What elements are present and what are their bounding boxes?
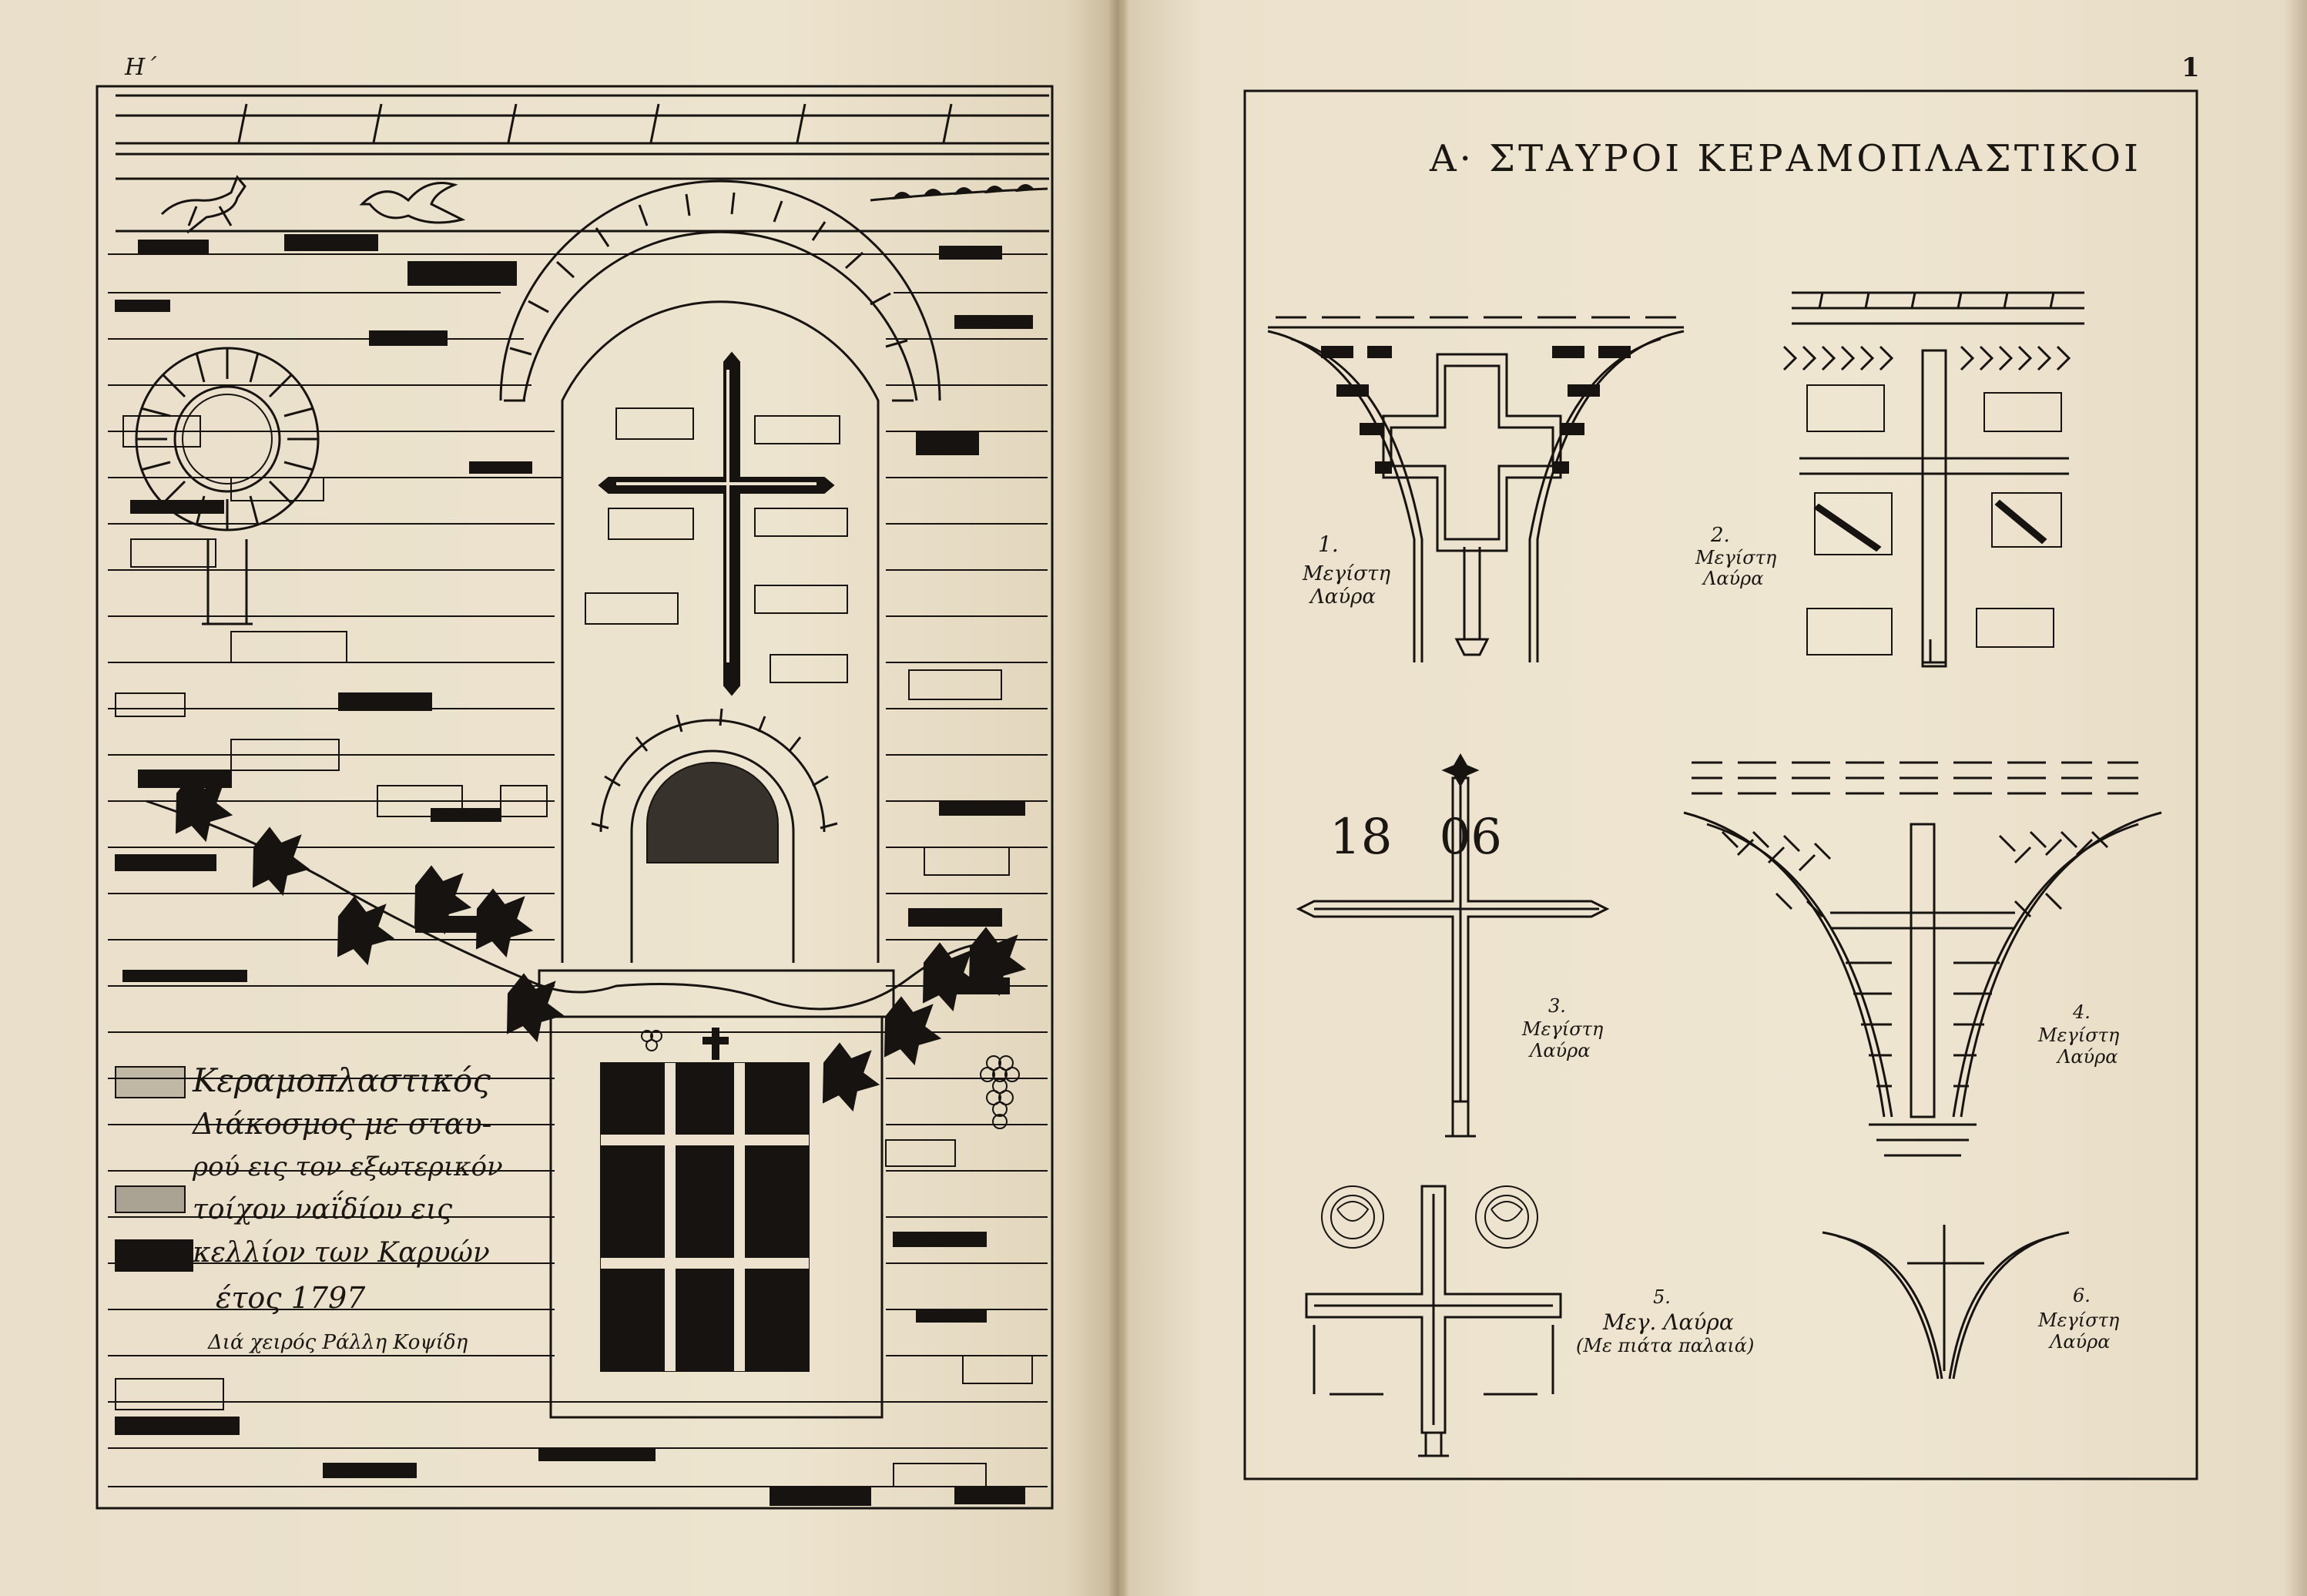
deer-figure <box>160 175 246 234</box>
figure-3-number: 3. <box>1548 995 1566 1017</box>
arched-window <box>499 179 941 963</box>
figure-4-label: Μεγίστη <box>2038 1024 2120 1046</box>
figure-4-number: 4. <box>2073 1001 2091 1023</box>
left-page: Η΄ <box>0 0 1109 1596</box>
right-page: 1 Α· ΣΤΑΥΡΟΙ ΚΕΡΑΜΟΠΛΑΣΤΙΚΟΙ 1. Μεγίστη … <box>1129 0 2307 1596</box>
hatched-stones <box>115 415 1033 1487</box>
figure-1-label: Μεγίστη <box>1303 562 1391 585</box>
caption-line: Κεραμοπλαστικός <box>193 1061 491 1099</box>
figure-3-drawing <box>1296 753 1610 1138</box>
caption-line: κελλίον των Καρυών <box>193 1237 490 1269</box>
page-number: 1 <box>2181 52 2200 83</box>
figure-2-drawing <box>1782 291 2084 668</box>
vine-branch <box>870 184 1048 202</box>
figure-3-label: Λαύρα <box>1530 1040 1591 1061</box>
figure-6-drawing <box>1822 1225 2070 1380</box>
left-page-mark: Η΄ <box>125 54 157 81</box>
figure-1-number: 1. <box>1318 531 1339 557</box>
figure-6-number: 6. <box>2073 1285 2091 1306</box>
figure-6-label: Λαύρα <box>2050 1331 2111 1353</box>
figure-4-label: Λαύρα <box>2057 1046 2118 1068</box>
round-medallion <box>135 347 320 625</box>
figure-6-label: Μεγίστη <box>2038 1309 2120 1331</box>
lower-window <box>538 969 895 1419</box>
caption-line: Διάκοσμος με σταυ- <box>193 1107 492 1141</box>
page-edge-shadow <box>2284 0 2307 1596</box>
figure-3-date: 18 06 <box>1330 809 1502 866</box>
plate-frame <box>1243 89 2198 1480</box>
figure-5-drawing <box>1305 1185 1562 1457</box>
figure-2-label: Μεγίστη <box>1695 547 1777 568</box>
bird-figure <box>359 182 466 224</box>
cornice-tiles <box>237 103 953 143</box>
figure-2-label: Λαύρα <box>1703 568 1764 589</box>
figure-1-label: Λαύρα <box>1310 585 1376 609</box>
caption-line: έτος 1797 <box>216 1281 366 1315</box>
book-gutter <box>1109 0 1129 1596</box>
plate-title: Α· ΣΤΑΥΡΟΙ ΚΕΡΑΜΟΠΛΑΣΤΙΚΟΙ <box>1430 137 2141 180</box>
figure-5-number: 5. <box>1653 1286 1671 1308</box>
caption-line: τοίχον ναΐδίου εις <box>193 1194 453 1226</box>
figure-3-label: Μεγίστη <box>1522 1018 1604 1040</box>
figure-5-label: Μεγ. Λαύρα <box>1603 1309 1734 1335</box>
arch-voussoirs <box>504 192 914 402</box>
left-caption: Κεραμοπλαστικός Διάκοσμος με σταυ- ρού ε… <box>193 1059 503 1321</box>
grapevine <box>146 773 1027 1129</box>
figure-1-drawing <box>1267 316 1685 662</box>
figure-2-number: 2. <box>1711 524 1730 547</box>
figure-4-drawing <box>1683 761 2162 1157</box>
caption-line: ρού εις τον εξωτερικόν <box>193 1152 503 1182</box>
wall-drawing <box>96 85 1054 1510</box>
figure-5-label: (Με πιάτα παλαιά) <box>1576 1335 1755 1356</box>
artist-signature: Διά χειρός Ράλλη Κοψίδη <box>208 1331 468 1354</box>
